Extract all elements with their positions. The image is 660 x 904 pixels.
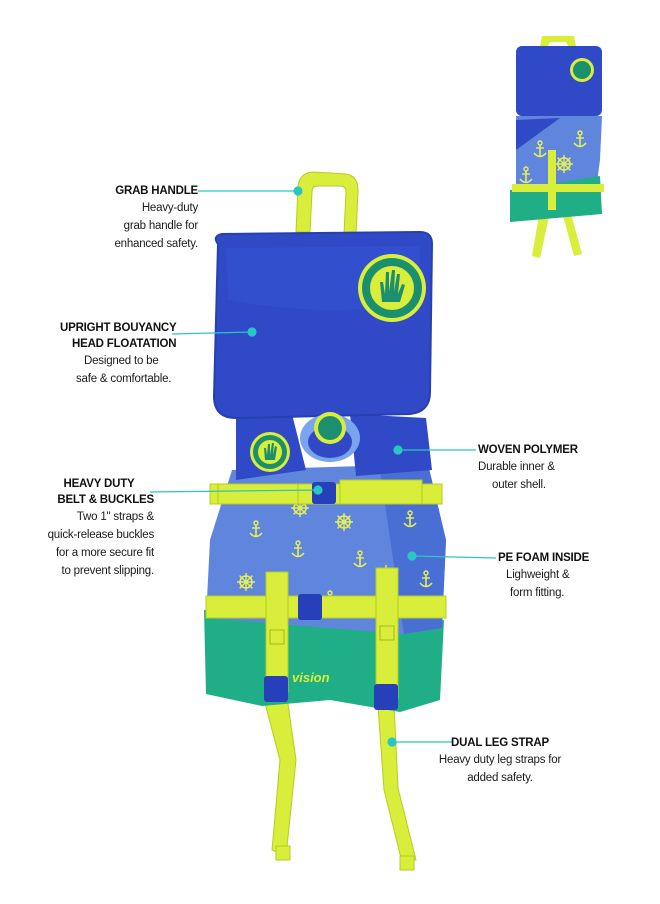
callout-desc: enhanced safety.	[114, 238, 198, 250]
back-view-vest	[510, 36, 604, 258]
callout-title: PE FOAM INSIDE	[498, 552, 590, 564]
hand-logo-icon	[358, 254, 426, 322]
callout-desc: to prevent slipping.	[61, 565, 154, 577]
callout-desc: Heavy-duty	[141, 202, 198, 214]
chest-belt	[209, 479, 443, 505]
callout-desc: outer shell.	[492, 479, 546, 491]
waist-belt	[205, 594, 447, 620]
callout-desc: form fitting.	[510, 587, 565, 599]
leg-strap	[261, 689, 417, 871]
callout-title: UPRIGHT BOUYANCY	[60, 322, 177, 334]
buckle-icon	[264, 676, 288, 702]
callout-desc: Durable inner &	[478, 461, 555, 473]
callout-desc: Designed to be	[84, 355, 159, 367]
callout-title: GRAB HANDLE	[115, 185, 198, 197]
callout-leg-strap: DUAL LEG STRAP Heavy duty leg straps for…	[430, 735, 570, 787]
callout-belt-buckles: HEAVY DUTY BELT & BUCKLES Two 1" straps …	[44, 476, 155, 580]
callout-desc: added safety.	[467, 772, 533, 784]
callout-desc: safe & comfortable.	[76, 373, 172, 385]
callout-lines	[149, 186, 497, 747]
callout-desc: Lighweight &	[506, 569, 570, 581]
callout-desc: grab handle for	[123, 220, 199, 232]
callout-desc: Heavy duty leg straps for	[438, 754, 562, 766]
callout-woven-polymer: WOVEN POLYMER Durable inner & outer shel…	[478, 442, 598, 494]
buckle-icon	[298, 594, 322, 620]
callout-title: HEAVY DUTY	[63, 478, 135, 490]
callout-desc: quick-release buckles	[47, 529, 155, 541]
hand-logo-icon	[314, 412, 346, 444]
main-vest: vision	[204, 171, 447, 871]
callout-grab-handle: GRAB HANDLE Heavy-duty grab handle for e…	[80, 183, 198, 253]
callout-title: WOVEN POLYMER	[478, 444, 578, 456]
callout-head-floatation: UPRIGHT BOUYANCY HEAD FLOATATION Designe…	[60, 320, 180, 388]
callout-pe-foam: PE FOAM INSIDE Lighweight & form fitting…	[498, 550, 608, 602]
callout-title: BELT & BUCKLES	[57, 494, 154, 506]
callout-desc: for a more secure fit	[55, 547, 154, 559]
grab-handle	[295, 171, 359, 235]
svg-text:vision: vision	[292, 670, 330, 685]
callout-title: HEAD FLOATATION	[72, 338, 177, 350]
callout-desc: Two 1" straps &	[76, 511, 154, 523]
buckle-icon	[374, 684, 398, 710]
callout-title: DUAL LEG STRAP	[451, 737, 549, 749]
hand-logo-icon	[250, 432, 290, 472]
